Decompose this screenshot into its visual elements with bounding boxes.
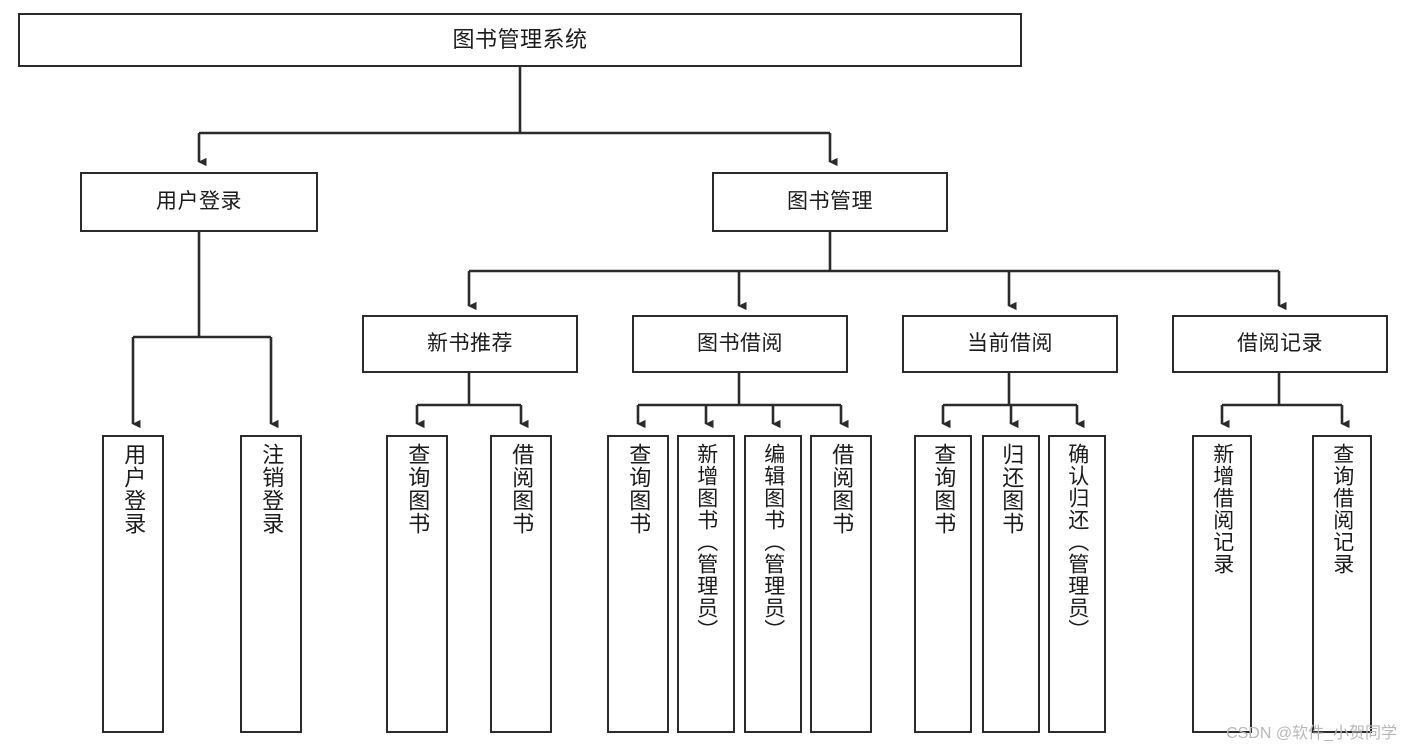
node-root[interactable]: 图书管理系统	[18, 13, 1022, 67]
node-leaf-query-record-label: 查询借阅记录	[1330, 443, 1354, 575]
node-leaf-query-book-2-label: 查询图书	[626, 443, 652, 535]
node-leaf-user-logout[interactable]: 注销登录	[240, 435, 302, 733]
node-borrow-record-label: 借阅记录	[1237, 331, 1323, 355]
node-leaf-user-login-label: 用户登录	[121, 443, 147, 535]
node-leaf-return-book[interactable]: 归还图书	[982, 435, 1040, 733]
node-leaf-borrow-book-1[interactable]: 借阅图书	[490, 435, 552, 733]
node-leaf-borrow-book-2[interactable]: 借阅图书	[810, 435, 872, 733]
node-leaf-query-book-1[interactable]: 查询图书	[386, 435, 448, 733]
node-leaf-add-book[interactable]: 新增图书（管理员）	[677, 435, 735, 733]
node-leaf-user-logout-label: 注销登录	[259, 443, 285, 535]
node-leaf-query-book-3-label: 查询图书	[931, 443, 957, 535]
node-borrow-record[interactable]: 借阅记录	[1172, 315, 1388, 373]
node-leaf-query-record[interactable]: 查询借阅记录	[1312, 435, 1372, 733]
node-current-borrow-label: 当前借阅	[967, 331, 1053, 355]
node-new-book-recommend-label: 新书推荐	[427, 331, 513, 355]
node-root-label: 图书管理系统	[452, 27, 588, 53]
node-leaf-query-book-2[interactable]: 查询图书	[607, 435, 669, 733]
node-leaf-query-book-1-label: 查询图书	[405, 443, 431, 535]
node-leaf-add-record-label: 新增借阅记录	[1210, 443, 1234, 575]
node-leaf-query-book-3[interactable]: 查询图书	[914, 435, 972, 733]
node-user-login-label: 用户登录	[156, 189, 242, 213]
node-leaf-borrow-book-1-label: 借阅图书	[509, 443, 535, 535]
node-leaf-user-login[interactable]: 用户登录	[102, 435, 164, 733]
node-new-book-recommend[interactable]: 新书推荐	[362, 315, 578, 373]
node-book-management[interactable]: 图书管理	[712, 172, 948, 232]
node-user-login[interactable]: 用户登录	[80, 172, 318, 232]
node-book-borrow-label: 图书借阅	[697, 331, 783, 355]
node-leaf-borrow-book-2-label: 借阅图书	[829, 443, 855, 535]
node-leaf-confirm-return[interactable]: 确认归还（管理员）	[1048, 435, 1106, 733]
node-book-management-label: 图书管理	[787, 189, 873, 213]
node-leaf-return-book-label: 归还图书	[999, 443, 1025, 535]
node-leaf-edit-book[interactable]: 编辑图书（管理员）	[744, 435, 802, 733]
node-current-borrow[interactable]: 当前借阅	[902, 315, 1118, 373]
node-leaf-add-book-label: 新增图书（管理员）	[694, 443, 718, 641]
node-leaf-edit-book-label: 编辑图书（管理员）	[761, 443, 785, 641]
node-leaf-confirm-return-label: 确认归还（管理员）	[1065, 443, 1089, 641]
watermark-text: CSDN @软件_小贺同学	[1226, 725, 1397, 742]
node-book-borrow[interactable]: 图书借阅	[632, 315, 848, 373]
node-leaf-add-record[interactable]: 新增借阅记录	[1192, 435, 1252, 733]
